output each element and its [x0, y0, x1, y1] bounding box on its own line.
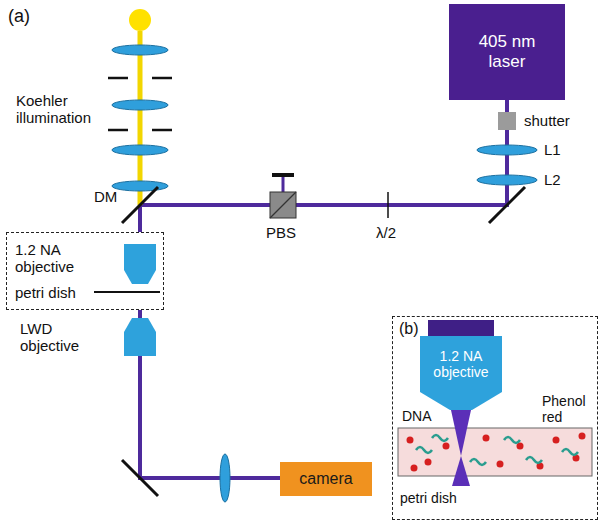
beam-dump [272, 173, 294, 177]
dna-strand [504, 437, 520, 443]
shutter-symbol [498, 112, 516, 130]
part-label: L1 [544, 141, 561, 158]
objective-cap [428, 320, 494, 336]
part-label: PBS [266, 224, 296, 241]
rejected-beam [282, 177, 285, 192]
dichroic-mirror [122, 187, 158, 223]
laser-beam [140, 100, 507, 232]
white-light-beam [138, 31, 143, 205]
label-holder: L2 [544, 171, 561, 188]
objective-body [124, 332, 156, 356]
label-holder: LWD objective [20, 320, 110, 355]
laser-diverging-cone [452, 456, 470, 486]
lamp [129, 9, 151, 31]
part-label: DM [94, 188, 117, 205]
dot [579, 433, 586, 440]
part-label: LWD objective [20, 320, 110, 355]
dot [553, 437, 560, 444]
aperture-stop [152, 129, 172, 132]
dna-strand [432, 435, 448, 441]
dot [497, 461, 504, 468]
part-label: L2 [544, 171, 561, 188]
label-holder: L1 [544, 141, 561, 158]
node-text: 1.2 NA objective [15, 241, 99, 276]
objective-body [124, 244, 156, 270]
lens [477, 175, 537, 185]
dna-strands [416, 435, 578, 465]
dna-strand [416, 447, 432, 453]
label-holder: petri dish [400, 490, 457, 506]
part-label: λ/2 [376, 224, 396, 241]
objective-region: 1.2 NA objective petri dish [6, 232, 164, 310]
wave-plate [387, 192, 389, 218]
mirror [489, 187, 525, 223]
dot [407, 437, 414, 444]
lens [112, 145, 168, 155]
splitter-diagonal [270, 192, 296, 218]
dot [425, 459, 432, 466]
aperture-stop [108, 129, 128, 132]
camera-box: camera [280, 462, 372, 496]
label-holder: λ/2 [376, 224, 396, 241]
lens [112, 181, 168, 191]
lens [112, 45, 168, 55]
dot [483, 435, 490, 442]
dot [411, 465, 418, 472]
aperture-stop [152, 77, 172, 80]
laser-box: 405 nm laser [449, 4, 565, 100]
label-holder: DM [94, 188, 117, 205]
aperture-stop [108, 77, 128, 80]
petri-dish-line [94, 291, 160, 293]
phenol-red-dots [407, 433, 586, 472]
node-text: camera [299, 470, 352, 488]
part-label: shutter [524, 112, 570, 129]
label-holder: DNA [402, 408, 432, 424]
label-holder: shutter [524, 112, 570, 129]
petri-dish [398, 428, 592, 476]
part-label: petri dish [400, 490, 457, 506]
objective-body: 1.2 NA objective [420, 336, 502, 392]
beam-paths [140, 100, 507, 478]
node-text: 1.2 NA objective [425, 348, 497, 380]
dot [443, 443, 450, 450]
node-text: petri dish [15, 284, 76, 301]
mirror [122, 460, 158, 496]
node-text: (b) [399, 320, 419, 338]
dna-strand [562, 449, 578, 455]
objective-tip [420, 392, 502, 410]
node-text: 405 nm laser [466, 32, 548, 71]
part-label: Koehler illumination [16, 92, 112, 127]
part-label: DNA [402, 408, 432, 424]
dna-strand [526, 457, 542, 463]
dna-strand [470, 459, 486, 465]
label-holder: Phenol red [542, 393, 594, 425]
label-holder: PBS [266, 224, 296, 241]
objective-tip [124, 270, 156, 284]
label-holder: Koehler illumination [16, 92, 112, 127]
tube-lens [220, 454, 230, 502]
laser-focus-cone [451, 410, 471, 456]
part-label: Phenol red [542, 393, 594, 425]
lens [477, 145, 537, 155]
label-holder: (a) [8, 6, 30, 27]
lens [112, 100, 168, 110]
beam-splitter-cube [270, 192, 296, 218]
panel-letter: (a) [8, 6, 30, 27]
objective-tip [124, 318, 156, 332]
laser-beam [140, 310, 280, 478]
